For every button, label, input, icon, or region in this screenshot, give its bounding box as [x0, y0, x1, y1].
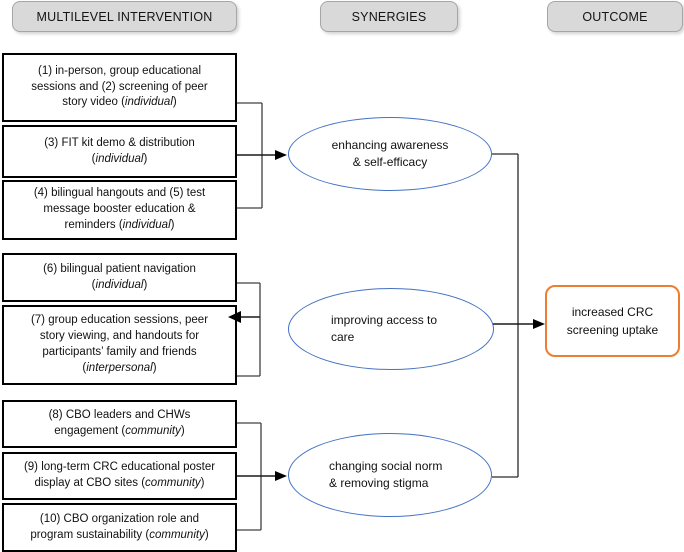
arrow-to-awareness [237, 150, 287, 160]
intervention-box-1-2: (1) in-person, group educational session… [2, 53, 237, 122]
intervention-box-4-5: (4) bilingual hangouts and (5) test mess… [2, 180, 237, 240]
synergy-ellipse-awareness: enhancing awareness & self-efficacy [288, 117, 492, 191]
column-header-multilevel-intervention: MULTILEVEL INTERVENTION [12, 1, 237, 32]
arrowhead [275, 471, 287, 481]
outcome-label: increased CRC screening uptake [566, 305, 659, 337]
intervention-box-6: (6) bilingual patient navigation (indivi… [2, 253, 237, 302]
intervention-box-3: (3) FIT kit demo & distribution (individ… [2, 125, 237, 178]
intervention-box-label: (8) CBO leaders and CHWs engagement (com… [48, 409, 191, 437]
synergy-ellipse-social-norm: changing social norm & removing stigma [288, 433, 492, 517]
intervention-box-8: (8) CBO leaders and CHWs engagement (com… [2, 400, 237, 448]
intervention-box-label: (6) bilingual patient navigation (indivi… [43, 262, 196, 291]
outcome-box: increased CRC screening uptake [545, 285, 680, 357]
bracket-group-middle [237, 282, 261, 377]
arrowhead [533, 319, 545, 329]
arrow-to-social-norm [237, 471, 287, 481]
column-header-label: OUTCOME [582, 9, 648, 24]
intervention-box-label: (10) CBO organization role and program s… [30, 512, 209, 541]
synergy-ellipse-access: improving access to care [288, 288, 494, 370]
intervention-box-label: (7) group education sessions, peer story… [30, 314, 209, 374]
bracket-group-bottom [237, 422, 262, 531]
synergy-label: changing social norm & removing stigma [329, 458, 443, 490]
synergy-label: enhancing awareness & self-efficacy [331, 137, 449, 169]
arrowhead [275, 150, 287, 160]
intervention-box-label: (4) bilingual hangouts and (5) test mess… [33, 187, 206, 231]
outcome-collector [492, 153, 519, 478]
intervention-box-10: (10) CBO organization role and program s… [2, 503, 237, 552]
column-header-label: MULTILEVEL INTERVENTION [36, 9, 213, 24]
intervention-box-7: (7) group education sessions, peer story… [2, 305, 237, 385]
arrow-to-outcome [493, 319, 545, 329]
intervention-box-label: (3) FIT kit demo & distribution (individ… [44, 136, 195, 165]
intervention-box-9: (9) long-term CRC educational poster dis… [2, 452, 237, 500]
intervention-box-label: (9) long-term CRC educational poster dis… [23, 461, 216, 489]
intervention-box-label: (1) in-person, group educational session… [31, 64, 208, 109]
column-header-outcome: OUTCOME [547, 1, 683, 32]
bracket-group-top [237, 102, 263, 209]
column-header-synergies: SYNERGIES [320, 1, 458, 32]
synergy-label: improving access to care [331, 312, 438, 344]
column-header-label: SYNERGIES [351, 9, 427, 24]
